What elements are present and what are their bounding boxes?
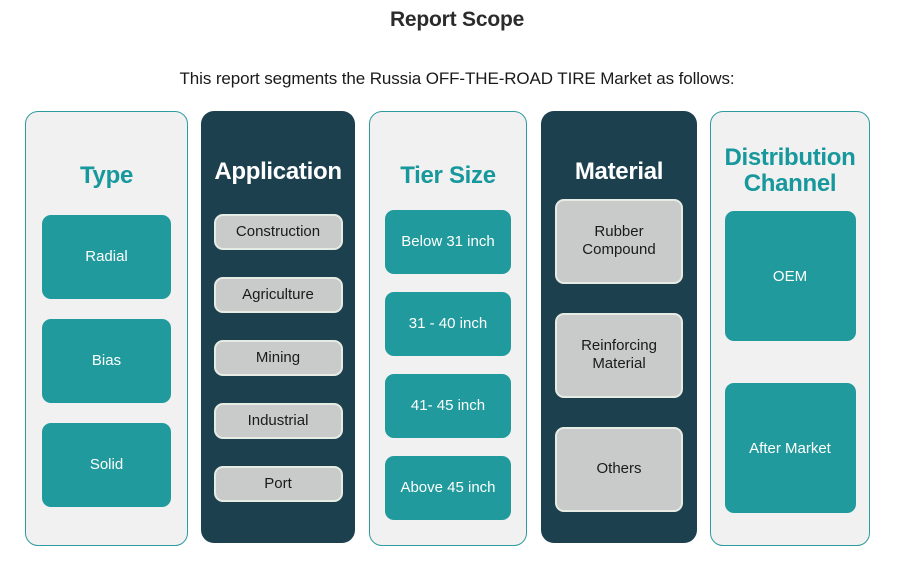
- segment-chip[interactable]: Above 45 inch: [385, 455, 511, 520]
- segment-chip[interactable]: Rubber Compound: [555, 198, 683, 284]
- segment-heading-application: Application: [214, 158, 342, 185]
- segment-heading-type: Type: [79, 162, 134, 189]
- segment-heading-tier-size: Tier Size: [400, 162, 496, 189]
- segment-chip[interactable]: Reinforcing Material: [555, 312, 683, 398]
- segment-column-type: Type Radial Bias Solid: [25, 111, 188, 546]
- segment-chip[interactable]: 41- 45 inch: [385, 373, 511, 438]
- segmentation-columns: Type Radial Bias Solid Application Const…: [0, 111, 914, 551]
- segment-chip[interactable]: Mining: [213, 339, 343, 376]
- segment-chip-list-tier-size: Below 31 inch 31 - 40 inch 41- 45 inch A…: [370, 209, 526, 545]
- page-subtitle: This report segments the Russia OFF-THE-…: [179, 69, 735, 88]
- segment-chip[interactable]: After Market: [724, 383, 856, 514]
- segment-heading-material: Material: [574, 158, 664, 185]
- segment-chip-list-type: Radial Bias Solid: [26, 214, 187, 545]
- segment-chip[interactable]: Construction: [213, 213, 343, 250]
- segment-chip-list-material: Rubber Compound Reinforcing Material Oth…: [541, 198, 697, 543]
- segment-chip[interactable]: Others: [555, 426, 683, 512]
- segment-chip-list-distribution-channel: OEM After Market: [711, 211, 869, 555]
- segment-chip[interactable]: OEM: [724, 211, 856, 342]
- segment-chip[interactable]: Below 31 inch: [385, 209, 511, 274]
- segment-heading-distribution-channel: Distribution Channel: [724, 144, 856, 197]
- segment-chip[interactable]: Industrial: [213, 402, 343, 439]
- segment-chip[interactable]: Bias: [42, 318, 171, 403]
- segment-chip[interactable]: Port: [213, 465, 343, 502]
- page-title: Report Scope: [389, 8, 525, 31]
- segment-chip[interactable]: Agriculture: [213, 276, 343, 313]
- segment-chip[interactable]: Radial: [42, 214, 171, 299]
- segment-column-application: Application Construction Agriculture Min…: [201, 111, 355, 543]
- segment-chip[interactable]: Solid: [42, 422, 171, 507]
- segment-chip[interactable]: 31 - 40 inch: [385, 291, 511, 356]
- segment-column-tier-size: Tier Size Below 31 inch 31 - 40 inch 41-…: [369, 111, 527, 546]
- segment-column-material: Material Rubber Compound Reinforcing Mat…: [541, 111, 697, 543]
- segment-column-distribution-channel: Distribution Channel OEM After Market: [710, 111, 870, 546]
- segment-chip-list-application: Construction Agriculture Mining Industri…: [201, 213, 355, 543]
